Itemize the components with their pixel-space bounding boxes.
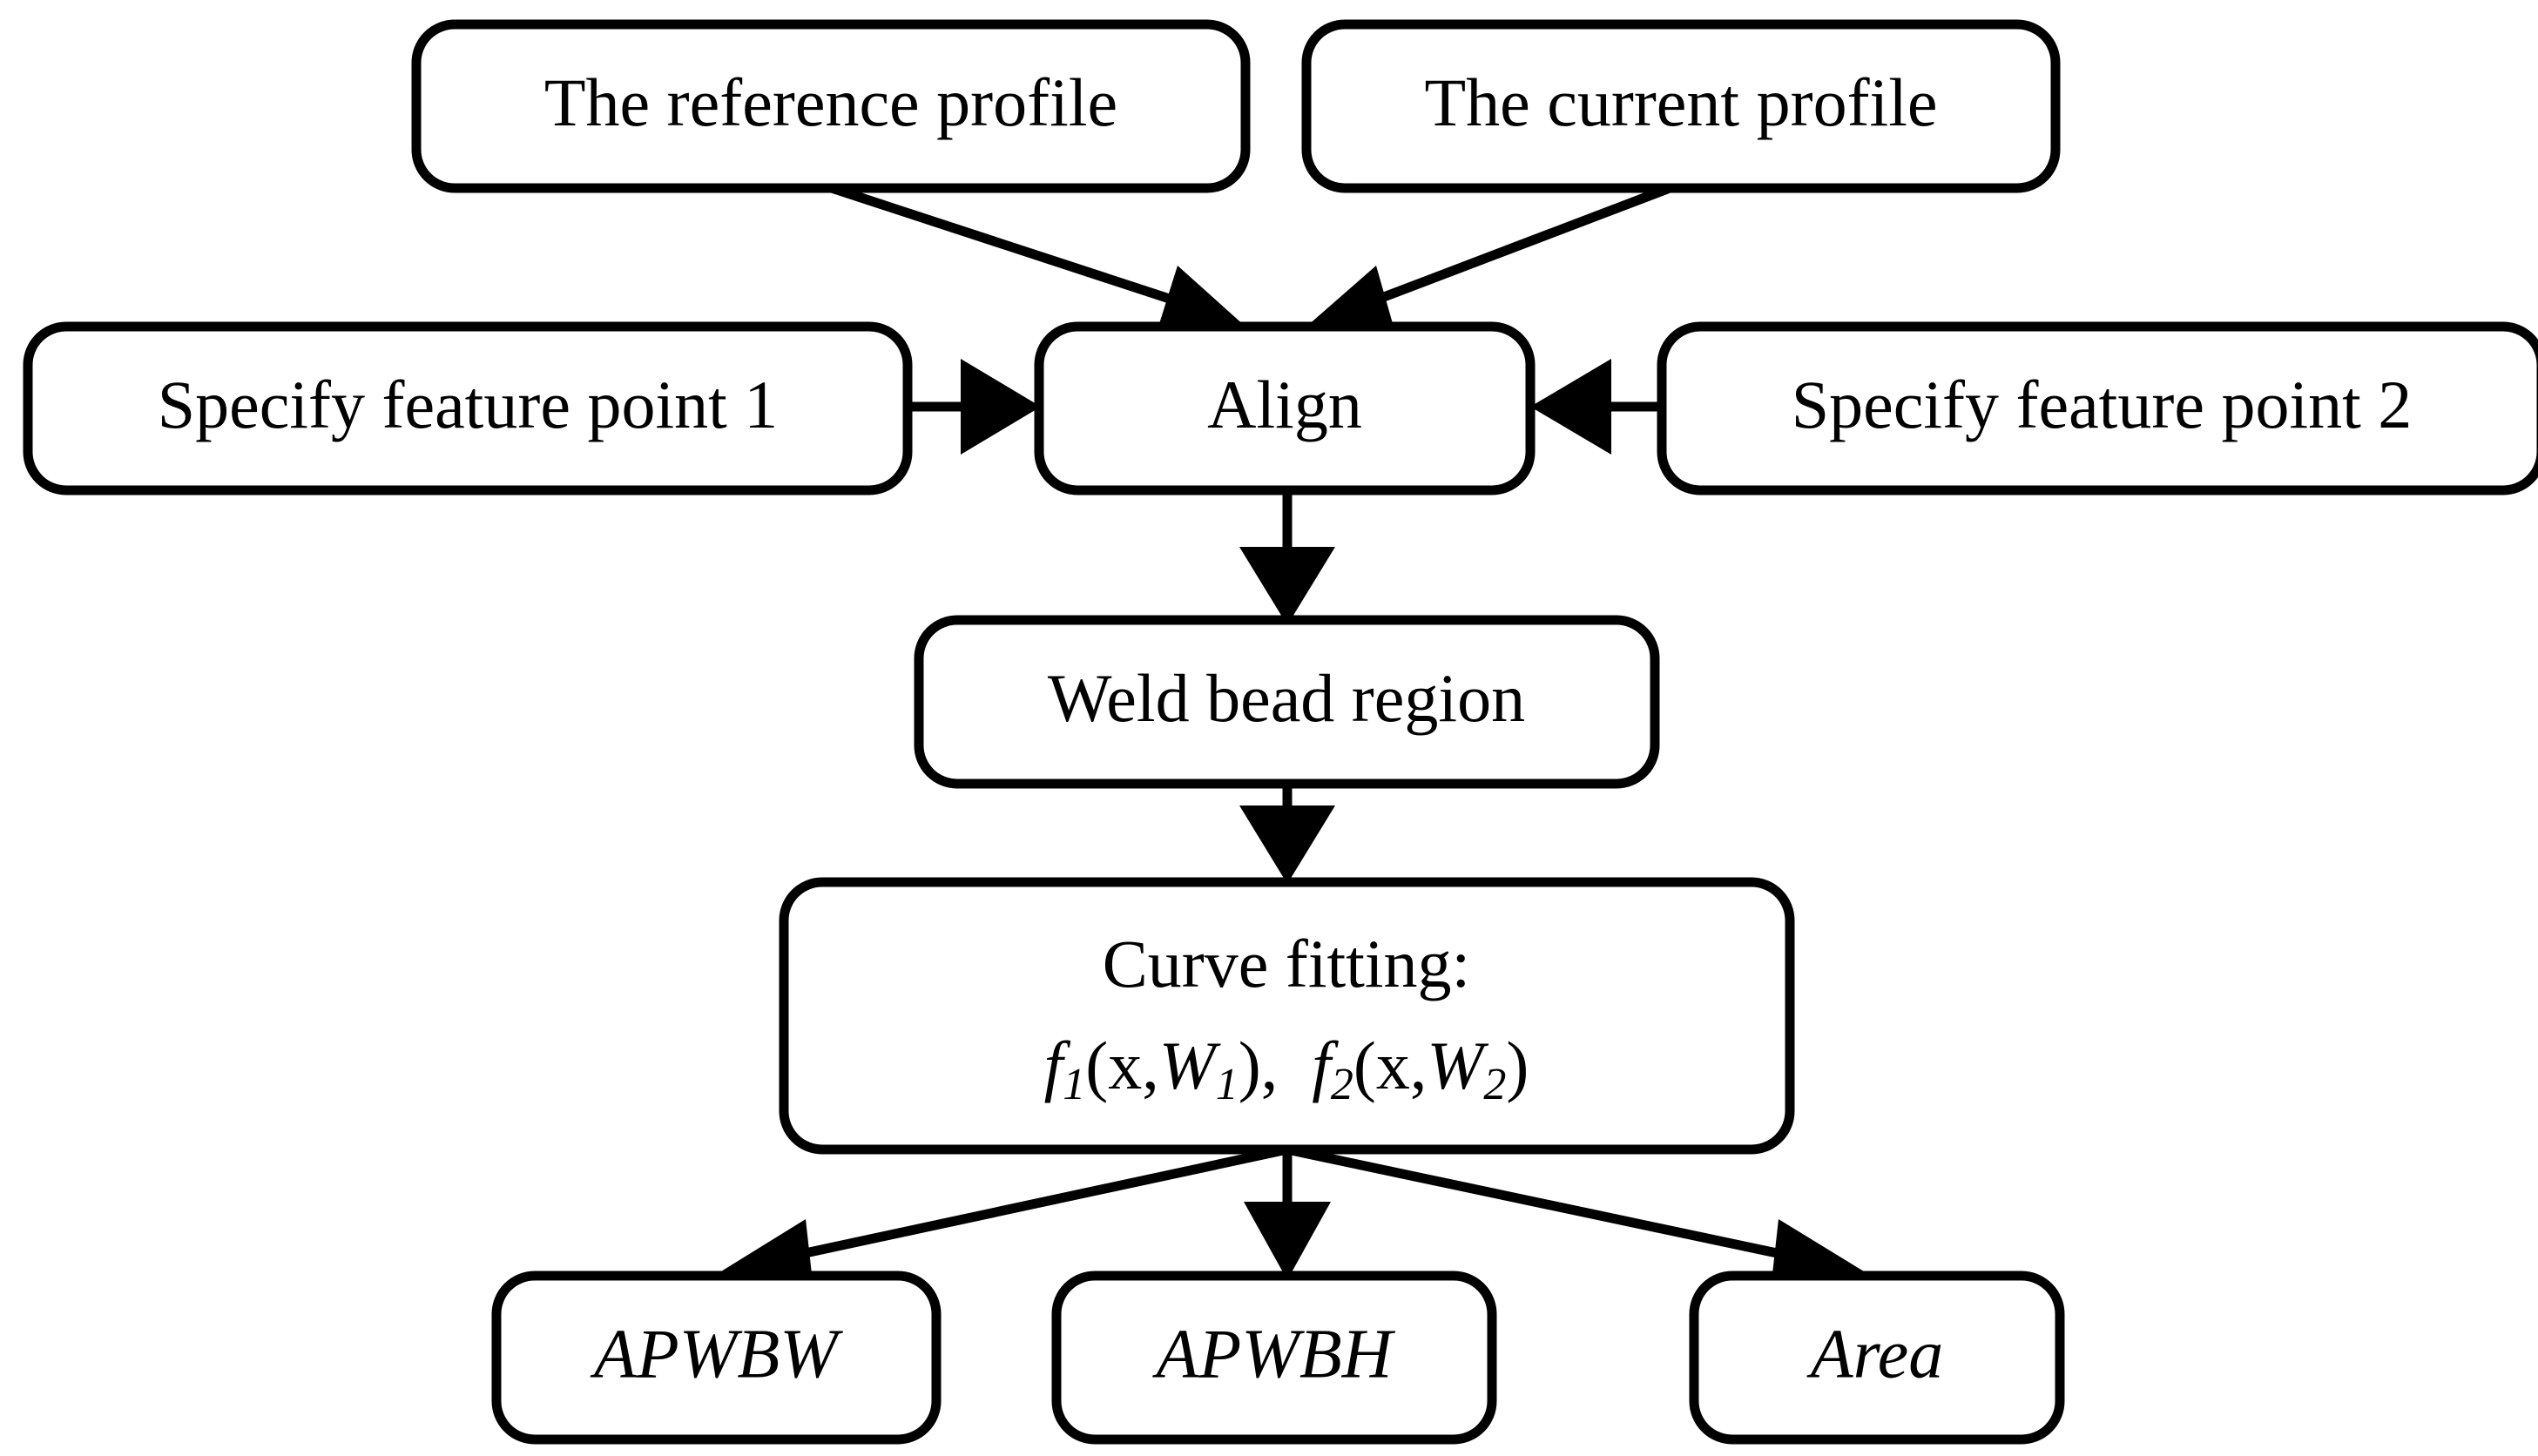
node-feature-point-2[interactable]: Specify feature point 2: [1657, 321, 2538, 495]
node-curve-fitting-heading: Curve fitting:: [1103, 926, 1470, 1001]
node-curve-fitting-formula: f1(x,W1), f2(x,W2): [1044, 1028, 1529, 1109]
node-apwbw-label: APWBW: [590, 1316, 843, 1392]
node-weld-bead-region[interactable]: Weld bead region: [914, 615, 1660, 789]
edge-current-profile-to-align: [1306, 183, 1671, 327]
node-current-profile[interactable]: The current profile: [1301, 19, 2061, 193]
node-apwbw[interactable]: APWBW: [491, 1271, 942, 1445]
edge-feature-point-2-to-align: [1530, 359, 1659, 455]
node-align[interactable]: Align: [1034, 321, 1536, 495]
edge-weld-bead-region-to-curve-fitting: [1239, 784, 1335, 884]
node-weld-bead-region-label: Weld bead region: [1048, 660, 1525, 736]
node-feature-point-2-label: Specify feature point 2: [1792, 367, 2413, 442]
edge-feature-point-1-to-align: [910, 359, 1041, 455]
edge-curve-fitting-to-apwbh: [1244, 1149, 1331, 1280]
node-current-profile-label: The current profile: [1424, 64, 1937, 140]
node-align-label: Align: [1207, 367, 1362, 442]
edge-align-to-weld-bead-region: [1239, 488, 1335, 625]
node-reference-profile[interactable]: The reference profile: [411, 19, 1251, 193]
node-apwbh-label: APWBH: [1151, 1316, 1395, 1392]
node-feature-point-1-label: Specify feature point 1: [158, 367, 779, 442]
node-apwbh[interactable]: APWBH: [1051, 1271, 1497, 1445]
node-feature-point-1[interactable]: Specify feature point 1: [23, 321, 913, 495]
edge-reference-profile-to-align: [830, 183, 1245, 327]
node-area-label: Area: [1806, 1316, 1944, 1392]
node-curve-fitting[interactable]: Curve fitting: f1(x,W1), f2(x,W2): [779, 877, 1795, 1155]
node-reference-profile-label: The reference profile: [544, 64, 1117, 140]
node-area[interactable]: Area: [1689, 1271, 2065, 1445]
